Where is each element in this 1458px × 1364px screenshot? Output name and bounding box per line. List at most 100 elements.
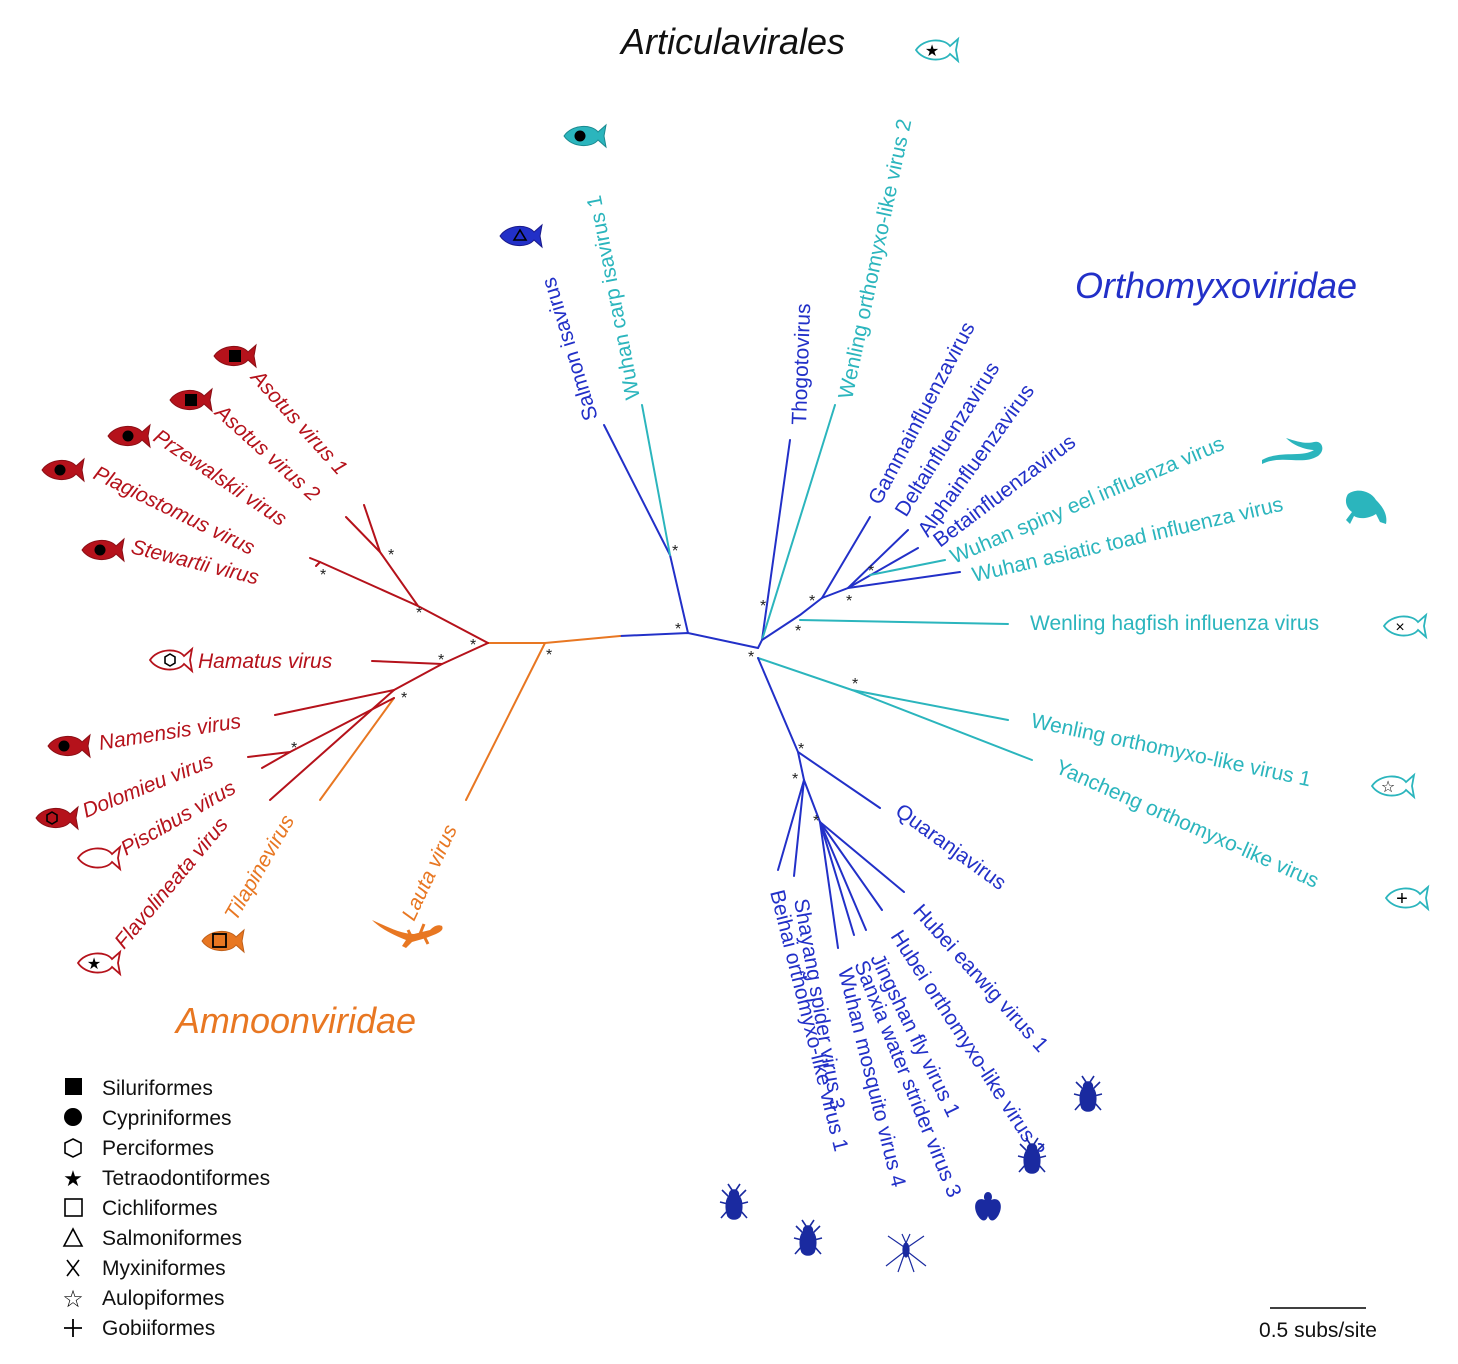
branch xyxy=(777,779,805,871)
branch xyxy=(799,619,1009,625)
fish-icon xyxy=(213,344,257,368)
support-star: * xyxy=(546,647,552,664)
leaf-label-lauta-virus: Lauta virus xyxy=(398,821,462,924)
fish-icon xyxy=(81,538,125,562)
legend-label: Aulopiformes xyxy=(102,1287,225,1310)
branch xyxy=(465,642,546,801)
svg-text:★: ★ xyxy=(87,956,101,973)
open-triangle-icon xyxy=(62,1227,84,1247)
legend-item: Cichliformes xyxy=(64,1197,218,1220)
branch xyxy=(309,557,321,567)
support-star: * xyxy=(792,771,798,788)
leaf-label-quaranjavirus: Quaranjavirus xyxy=(891,799,1010,894)
scale-bar: 0.5 subs/site xyxy=(1259,1307,1377,1342)
legend-label: Perciformes xyxy=(102,1137,214,1160)
branch xyxy=(847,547,919,589)
support-star: * xyxy=(401,690,407,707)
filled-star-icon: ★ xyxy=(63,1166,83,1191)
fish-icon xyxy=(563,124,607,148)
support-star: * xyxy=(291,740,297,757)
legend-item: Myxiniformes xyxy=(66,1257,226,1280)
branch xyxy=(345,516,489,644)
fish-icon: × xyxy=(1383,614,1427,638)
support-star: * xyxy=(388,547,394,564)
support-star: * xyxy=(416,605,422,622)
branch xyxy=(819,821,839,949)
support-star: * xyxy=(675,621,681,638)
legend-item: ☆ Aulopiformes xyxy=(62,1286,224,1313)
filled-square-icon xyxy=(65,1078,82,1095)
branch xyxy=(757,657,1009,721)
clade-title-orthomyxoviridae: Orthomyxoviridae xyxy=(1075,265,1357,306)
branch xyxy=(793,779,805,877)
legend: Siluriformes Cypriniformes Perciformes ★… xyxy=(62,1077,270,1340)
branch xyxy=(847,571,961,589)
branch xyxy=(393,663,443,691)
support-star: * xyxy=(809,593,815,610)
branch xyxy=(819,821,905,893)
support-star: * xyxy=(748,649,754,666)
branch xyxy=(247,751,291,769)
legend-item: Perciformes xyxy=(64,1137,214,1160)
branch xyxy=(819,821,867,931)
branch xyxy=(619,631,759,649)
branch xyxy=(289,697,395,753)
fish-icon xyxy=(35,806,79,830)
open-star-icon: ☆ xyxy=(62,1286,84,1313)
branch xyxy=(603,424,689,634)
fish-icon: + xyxy=(1385,886,1429,910)
support-star: * xyxy=(470,637,476,654)
fish-icon xyxy=(149,648,193,672)
legend-item: Salmoniformes xyxy=(62,1227,242,1250)
branch xyxy=(761,404,836,641)
svg-text:×: × xyxy=(1395,619,1404,636)
svg-text:+: + xyxy=(1396,888,1408,910)
clade-title-articulavirales: Articulavirales xyxy=(619,21,845,62)
leaf-label-wuhan-carp-isavirus-1: Wuhan carp isavirus 1 xyxy=(583,193,645,401)
leaf-label-hamatus-virus: Hamatus virus xyxy=(198,650,333,673)
tree-branches xyxy=(247,404,1033,949)
branch xyxy=(274,689,395,716)
leaf-label-thogotovirus: Thogotovirus xyxy=(788,303,815,425)
fish-icon xyxy=(169,388,213,412)
support-star: * xyxy=(438,652,444,669)
branch xyxy=(641,404,671,556)
support-star: * xyxy=(798,741,804,758)
legend-label: Siluriformes xyxy=(102,1077,213,1100)
eel-icon xyxy=(1262,438,1323,464)
legend-item: Cypriniformes xyxy=(64,1107,232,1130)
branch xyxy=(757,439,791,649)
fish-icon xyxy=(77,846,121,870)
hexagon-icon xyxy=(64,1138,82,1158)
water-strider-icon xyxy=(885,1233,927,1273)
legend-item: Siluriformes xyxy=(65,1077,213,1100)
scale-bar-label: 0.5 subs/site xyxy=(1259,1319,1377,1342)
branch xyxy=(821,529,909,599)
clade-title-amnoonviridae: Amnoonviridae xyxy=(174,1000,416,1041)
branch xyxy=(319,561,419,607)
branch xyxy=(487,635,621,644)
legend-label: Salmoniformes xyxy=(102,1227,242,1250)
leaf-label-salmon-isavirus: Salmon isavirus xyxy=(537,275,602,423)
toad-icon xyxy=(1345,490,1387,524)
gecko-icon xyxy=(372,920,443,948)
legend-label: Gobiiformes xyxy=(102,1317,215,1340)
legend-label: Tetraodontiformes xyxy=(102,1167,270,1190)
support-star: * xyxy=(868,563,874,580)
branch xyxy=(821,516,871,599)
leaf-label-namensis-virus: Namensis virus xyxy=(97,710,243,755)
earwig-icon xyxy=(1073,1075,1103,1112)
legend-label: Myxiniformes xyxy=(102,1257,226,1280)
svg-text:★: ★ xyxy=(925,43,939,60)
branch xyxy=(819,821,883,911)
support-star: * xyxy=(852,676,858,693)
fish-icon xyxy=(41,458,85,482)
legend-item: ★ Tetraodontiformes xyxy=(63,1166,270,1191)
legend-label: Cichliformes xyxy=(102,1197,218,1220)
fish-icon: ☆ xyxy=(1371,774,1415,798)
filled-circle-icon xyxy=(64,1108,82,1126)
legend-label: Cypriniformes xyxy=(102,1107,232,1130)
fish-icon xyxy=(201,929,245,953)
branch xyxy=(803,779,821,823)
